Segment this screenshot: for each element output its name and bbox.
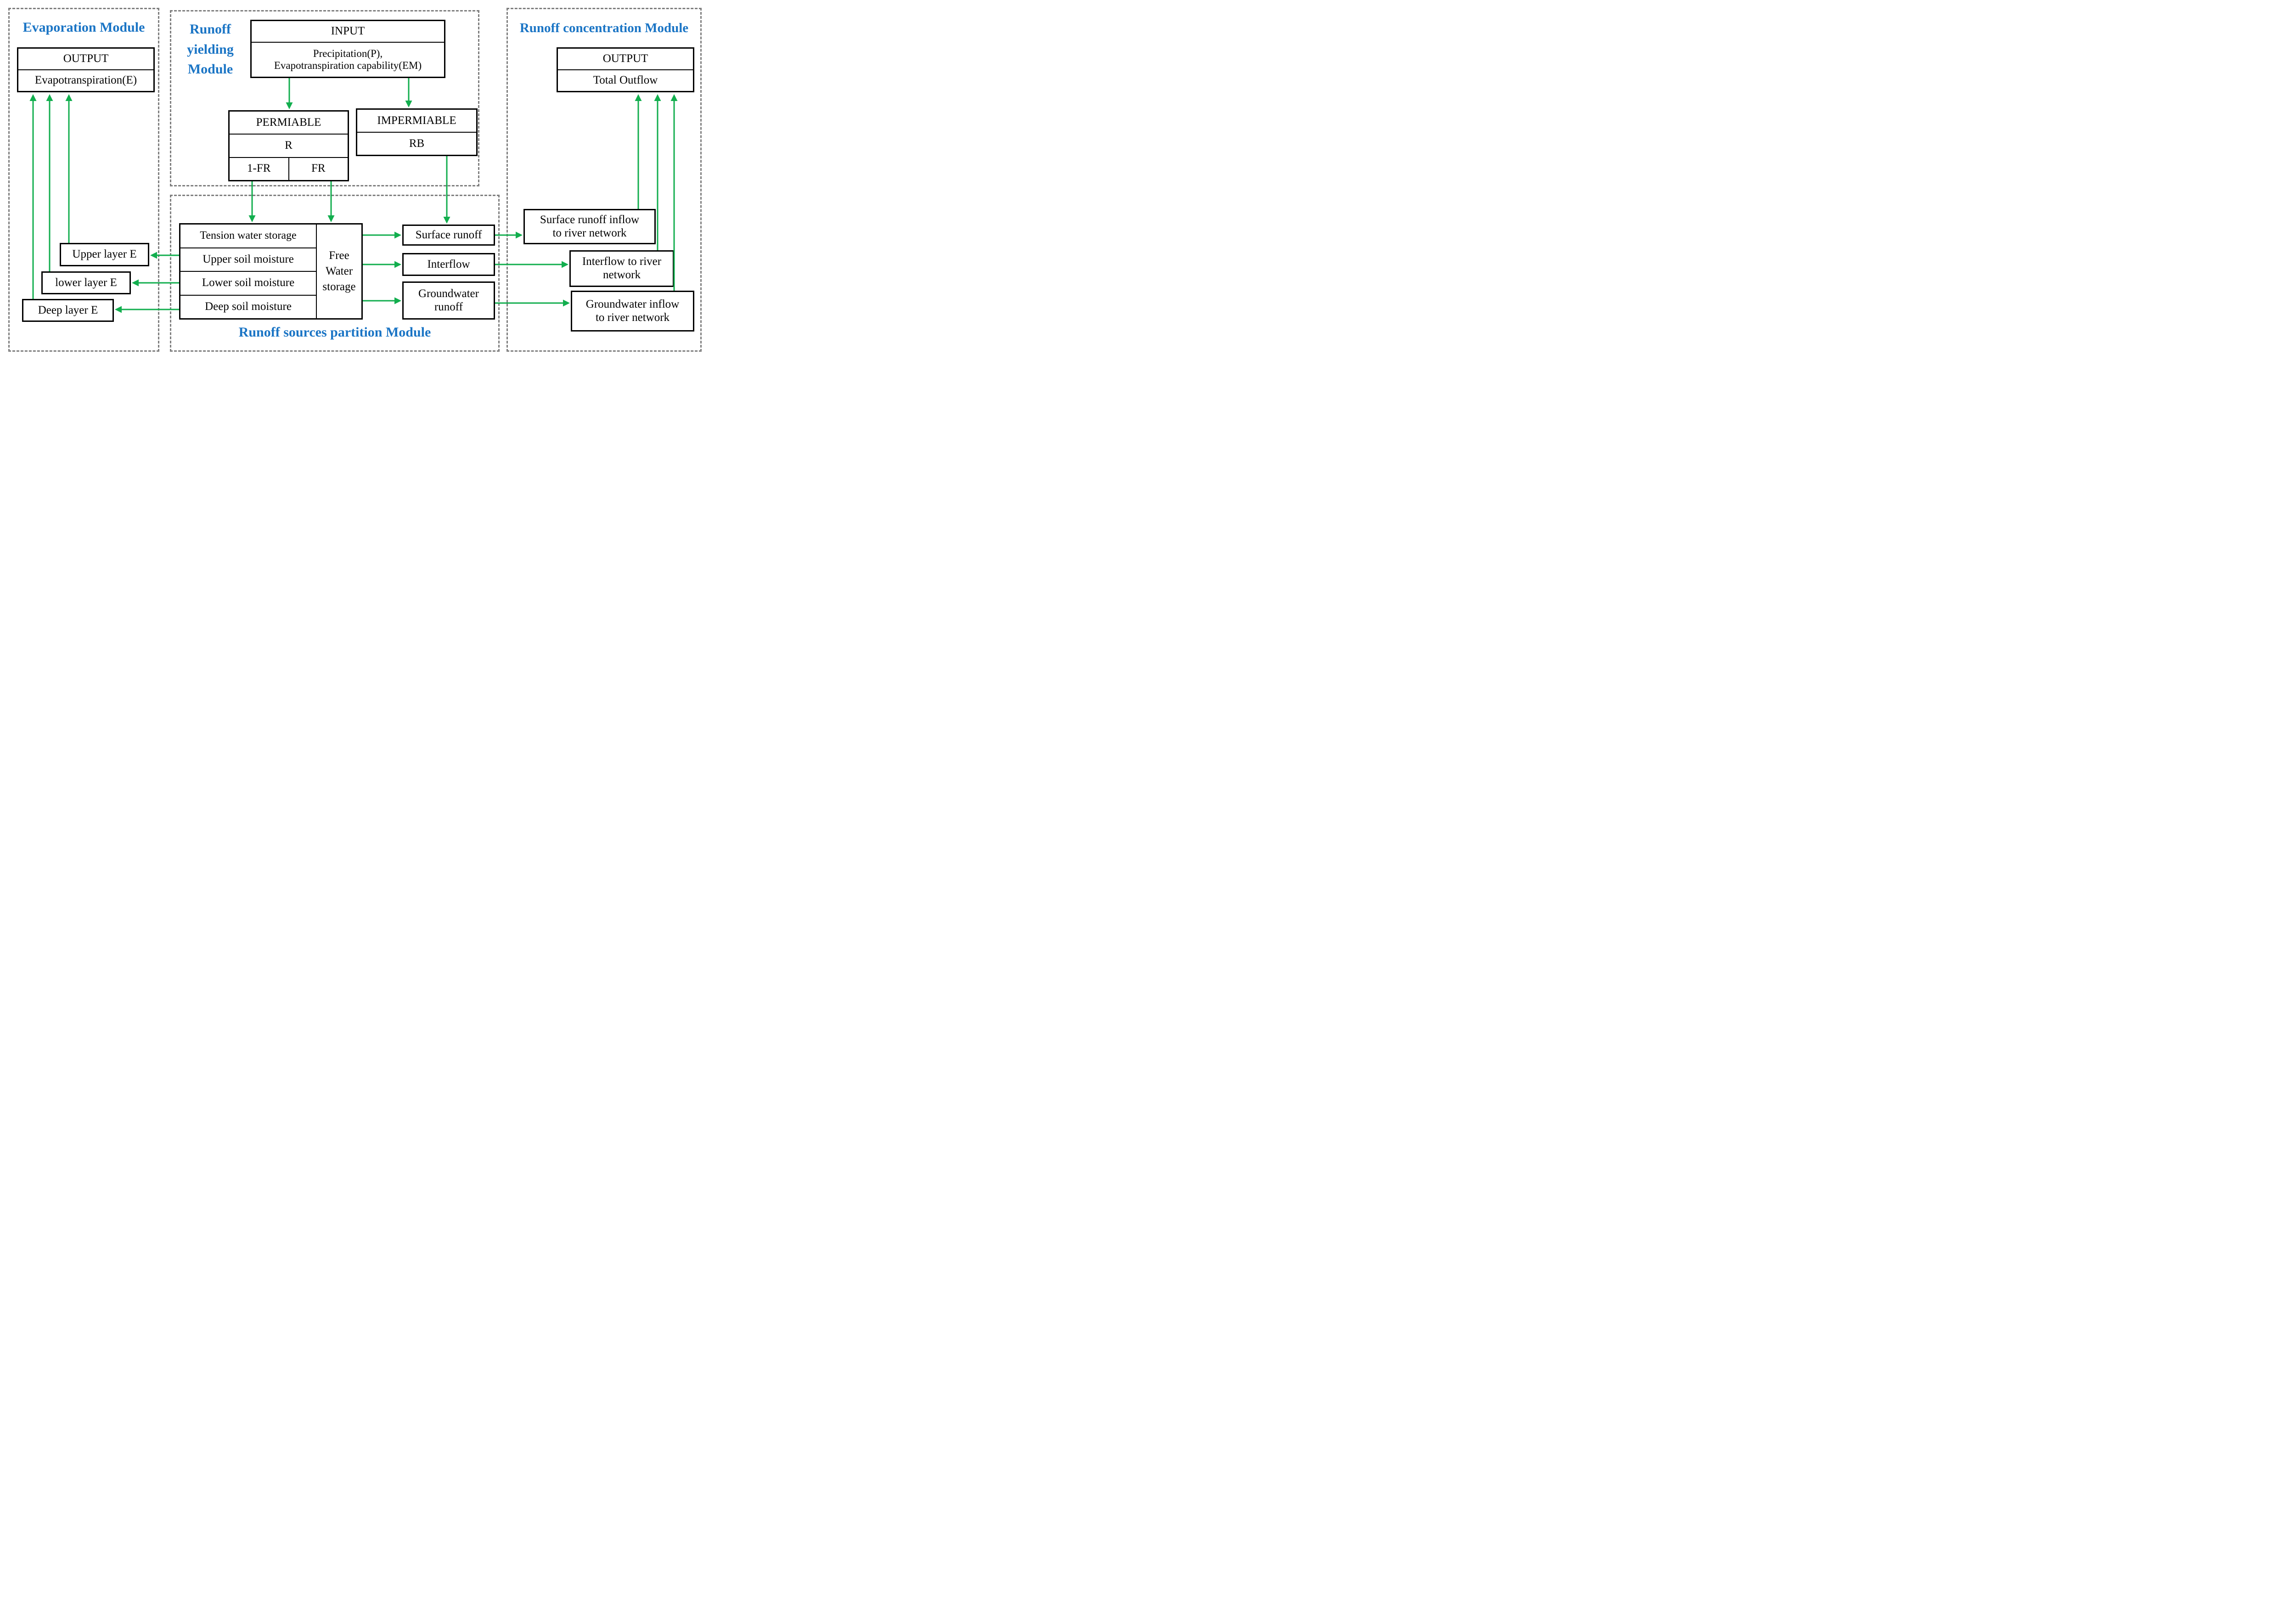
interflow-label: Interflow — [427, 258, 470, 270]
groundwater-runoff-line2: runoff — [434, 300, 463, 313]
permiable-fr-row: 1-FR FR — [230, 157, 348, 180]
box-surface-runoff-inflow: Surface runoff inflow to river network — [523, 209, 656, 244]
box-deep-layer-e: Deep layer E — [22, 299, 114, 322]
title-runoff-yielding-line1: Runoff — [189, 22, 231, 37]
free-water-line1: Free — [329, 249, 349, 262]
concentration-output-header: OUTPUT — [602, 52, 648, 65]
module-evaporation — [8, 8, 159, 352]
module-runoff-sources — [170, 195, 500, 352]
groundwater-runoff-line1: Groundwater — [418, 287, 479, 300]
impermiable-header: IMPERMIABLE — [377, 114, 456, 127]
box-impermiable: IMPERMIABLE RB — [356, 108, 478, 156]
input-value: Precipitation(P), Evapotranspiration cap… — [252, 42, 444, 77]
groundwater-inflow-line1: Groundwater inflow — [585, 298, 680, 310]
concentration-output-value: Total Outflow — [558, 69, 693, 91]
row-tension-water-storage: Tension water storage — [200, 229, 297, 242]
surface-runoff-label: Surface runoff — [415, 228, 482, 241]
free-water-line3: storage — [322, 280, 356, 293]
box-permiable: PERMIABLE R 1-FR FR — [228, 110, 349, 181]
input-value-line1: Precipitation(P), — [313, 47, 383, 59]
title-runoff-concentration-module: Runoff concentration Module — [519, 21, 689, 35]
interflow-inflow-line2: network — [603, 269, 641, 281]
surface-runoff-inflow-line1: Surface runoff inflow — [540, 213, 640, 226]
evap-output-value: Evapotranspiration(E) — [18, 69, 153, 91]
permiable-cell-fr: FR — [288, 157, 348, 180]
module-runoff-yielding — [170, 10, 479, 186]
box-interflow: Interflow — [402, 253, 495, 276]
groundwater-inflow-line2: to river network — [595, 311, 670, 324]
xaj-model-diagram: Evaporation Module Runoff yielding Modul… — [0, 0, 707, 354]
title-runoff-sources-module: Runoff sources partition Module — [238, 325, 431, 340]
upper-layer-e-label: Upper layer E — [72, 248, 137, 261]
box-surface-runoff: Surface runoff — [402, 225, 495, 246]
permiable-header: PERMIABLE — [256, 116, 321, 129]
groundwater-runoff-label: Groundwater runoff — [404, 283, 494, 318]
impermiable-rb: RB — [357, 132, 476, 155]
box-upper-layer-e: Upper layer E — [60, 243, 149, 266]
input-value-line2: Evapotranspiration capability(EM) — [274, 60, 422, 71]
free-water-line2: Water — [325, 265, 353, 278]
box-lower-layer-e: lower layer E — [41, 271, 131, 294]
row-deep-soil-moisture: Deep soil moisture — [180, 294, 316, 319]
surface-runoff-inflow-label: Surface runoff inflow to river network — [525, 210, 654, 243]
permiable-r: R — [230, 134, 348, 157]
evap-output-header: OUTPUT — [63, 52, 109, 65]
title-runoff-yielding-module: Runoff yielding Module — [175, 19, 245, 79]
interflow-inflow-line1: Interflow to river — [582, 255, 662, 268]
permiable-cell-1-fr: 1-FR — [247, 162, 271, 175]
groundwater-inflow-label: Groundwater inflow to river network — [572, 292, 693, 330]
lower-layer-e-label: lower layer E — [55, 276, 117, 289]
title-runoff-yielding-line3: Module — [187, 62, 233, 77]
free-water-storage-column: Free Water storage — [316, 225, 361, 318]
box-evap-output: OUTPUT Evapotranspiration(E) — [17, 47, 155, 92]
input-header: INPUT — [331, 25, 365, 38]
soil-storage-left-column: Tension water storage Upper soil moistur… — [180, 225, 316, 318]
box-groundwater-inflow: Groundwater inflow to river network — [571, 291, 694, 332]
row-upper-soil-moisture: Upper soil moisture — [180, 247, 316, 271]
box-interflow-inflow: Interflow to river network — [569, 250, 674, 287]
title-runoff-yielding-line2: yielding — [187, 41, 234, 57]
box-input: INPUT Precipitation(P), Evapotranspirati… — [250, 20, 445, 78]
title-evaporation-module: Evaporation Module — [23, 20, 145, 35]
module-runoff-concentration — [506, 8, 702, 352]
row-lower-soil-moisture: Lower soil moisture — [180, 271, 316, 295]
surface-runoff-inflow-line2: to river network — [552, 226, 627, 239]
box-groundwater-runoff: Groundwater runoff — [402, 281, 495, 320]
deep-layer-e-label: Deep layer E — [38, 304, 98, 316]
interflow-inflow-label: Interflow to river network — [571, 252, 673, 286]
box-soil-storage: Tension water storage Upper soil moistur… — [179, 223, 363, 320]
box-concentration-output: OUTPUT Total Outflow — [557, 47, 694, 92]
